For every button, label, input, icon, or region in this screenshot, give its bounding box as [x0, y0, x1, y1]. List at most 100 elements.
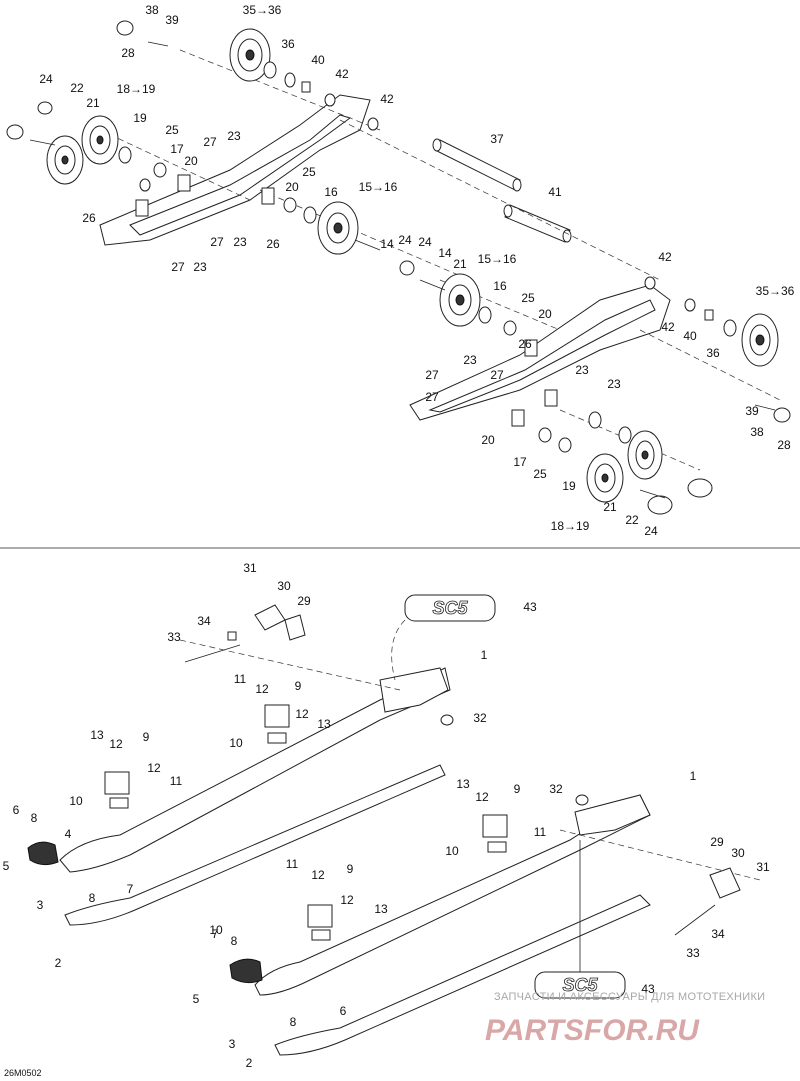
callout-label: 35→36 — [756, 284, 795, 298]
callout-label: 6 — [340, 1004, 347, 1018]
callout-label: 43 — [523, 600, 537, 614]
callout-label: 10 — [229, 736, 243, 750]
watermark: ЗАПЧАСТИ И АКСЕССУАРЫ ДЛЯ МОТОТЕХНИКИ PA… — [485, 991, 765, 1047]
callout-label: 22 — [625, 513, 639, 527]
callout-label: 32 — [473, 711, 487, 725]
callout-label: 24 — [398, 233, 412, 247]
callout-label: 18→19 — [117, 82, 156, 96]
right-suspension-arm-inner — [428, 299, 656, 413]
callout-label: 13 — [90, 728, 104, 742]
wheel-35-top — [229, 28, 271, 82]
callout-label: 5 — [193, 992, 200, 1006]
callout-label: 16 — [493, 279, 507, 293]
callout-label: 34 — [197, 614, 211, 628]
callout-label: 23 — [193, 260, 207, 274]
callout-label: 19 — [562, 479, 576, 493]
callout-label: 2 — [246, 1056, 253, 1070]
callout-label: 9 — [143, 730, 150, 744]
callout-label: 4 — [65, 827, 72, 841]
callout-label: 10 — [69, 794, 83, 808]
callout-label: 27 — [203, 135, 217, 149]
callout-label: 22 — [70, 81, 84, 95]
callout-label: 13 — [317, 717, 331, 731]
callout-label: 30 — [731, 846, 745, 860]
decal-43-top: SC5 — [404, 594, 496, 622]
bottom-assembly: SC5 SC5 — [27, 594, 761, 1056]
callout-label: 12 — [147, 761, 161, 775]
callout-label: 15→16 — [478, 252, 517, 266]
watermark-brand: PARTSFOR.RU — [485, 1014, 700, 1047]
callout-label: 8 — [89, 891, 96, 905]
callout-label: 23 — [607, 377, 621, 391]
callout-label: 19 — [133, 111, 147, 125]
callout-label: 34 — [711, 927, 725, 941]
callout-label: 16 — [324, 185, 338, 199]
svg-text:SC5: SC5 — [432, 598, 468, 618]
callout-label: 28 — [777, 438, 791, 452]
callout-label: 29 — [710, 835, 724, 849]
callout-label: 24 — [644, 524, 658, 538]
wheel-21-left — [46, 135, 84, 185]
callout-label: 24 — [39, 72, 53, 86]
wheel-15-mid — [317, 201, 359, 255]
callout-label: 40 — [311, 53, 325, 67]
callout-label: 26 — [82, 211, 96, 225]
callout-label: 2 — [55, 956, 62, 970]
callout-label: 20 — [184, 154, 198, 168]
decal-43-bottom: SC5 — [534, 971, 626, 999]
callout-label: 42 — [380, 92, 394, 106]
callout-label: 28 — [121, 46, 135, 60]
wheel-21-right — [586, 453, 624, 503]
callout-label: 21 — [603, 500, 617, 514]
hardware-bottom — [27, 604, 741, 984]
callout-label: 7 — [127, 882, 134, 896]
slider-2-right — [274, 894, 651, 1056]
callout-label: 43 — [641, 982, 655, 996]
callout-label: 12 — [311, 868, 325, 882]
rail-1-left-bracket — [379, 667, 449, 713]
rail-1-right-bracket — [574, 794, 651, 836]
callout-label: 20 — [538, 307, 552, 321]
callout-label: 3 — [37, 898, 44, 912]
slider-2-left — [64, 764, 446, 926]
callout-label: 9 — [514, 782, 521, 796]
callout-label: 12 — [255, 682, 269, 696]
callout-label: 38 — [145, 3, 159, 17]
callout-label: 23 — [227, 129, 241, 143]
callout-label: 40 — [683, 329, 697, 343]
watermark-tagline: ЗАПЧАСТИ И АКСЕССУАРЫ ДЛЯ МОТОТЕХНИКИ — [494, 991, 765, 1003]
callout-label: 13 — [374, 902, 388, 916]
callout-label: 42 — [661, 320, 675, 334]
callout-label: 31 — [756, 860, 770, 874]
callout-label: 5 — [3, 859, 10, 873]
callout-label: 36 — [706, 346, 720, 360]
callout-label: 12 — [340, 893, 354, 907]
callout-label: 12 — [109, 737, 123, 751]
wheel-15-right — [439, 273, 481, 327]
callout-label: 39 — [745, 404, 759, 418]
diagram-code: 26M0502 — [4, 1068, 42, 1078]
callout-label: 41 — [548, 185, 562, 199]
callout-label: 15→16 — [359, 180, 398, 194]
callout-label: 21 — [86, 96, 100, 110]
callout-label: 18→19 — [551, 519, 590, 533]
right-suspension-arm — [409, 284, 671, 421]
callout-label: 25 — [165, 123, 179, 137]
callout-label: 14 — [380, 237, 394, 251]
callout-label: 23 — [463, 353, 477, 367]
callouts-top: 38392835→363640424224222118→191925172027… — [39, 3, 794, 538]
callout-label: 10 — [445, 844, 459, 858]
wheel-35-right — [741, 313, 779, 367]
callout-label: 8 — [31, 811, 38, 825]
callout-label: 27 — [425, 390, 439, 404]
callout-label: 25 — [521, 291, 535, 305]
callout-label: 32 — [549, 782, 563, 796]
callout-label: 26 — [518, 337, 532, 351]
callout-label: 42 — [658, 250, 672, 264]
callout-label: 11 — [234, 672, 247, 686]
top-assembly — [6, 20, 791, 515]
callout-label: 12 — [475, 790, 489, 804]
callout-label: 27 — [490, 368, 504, 382]
